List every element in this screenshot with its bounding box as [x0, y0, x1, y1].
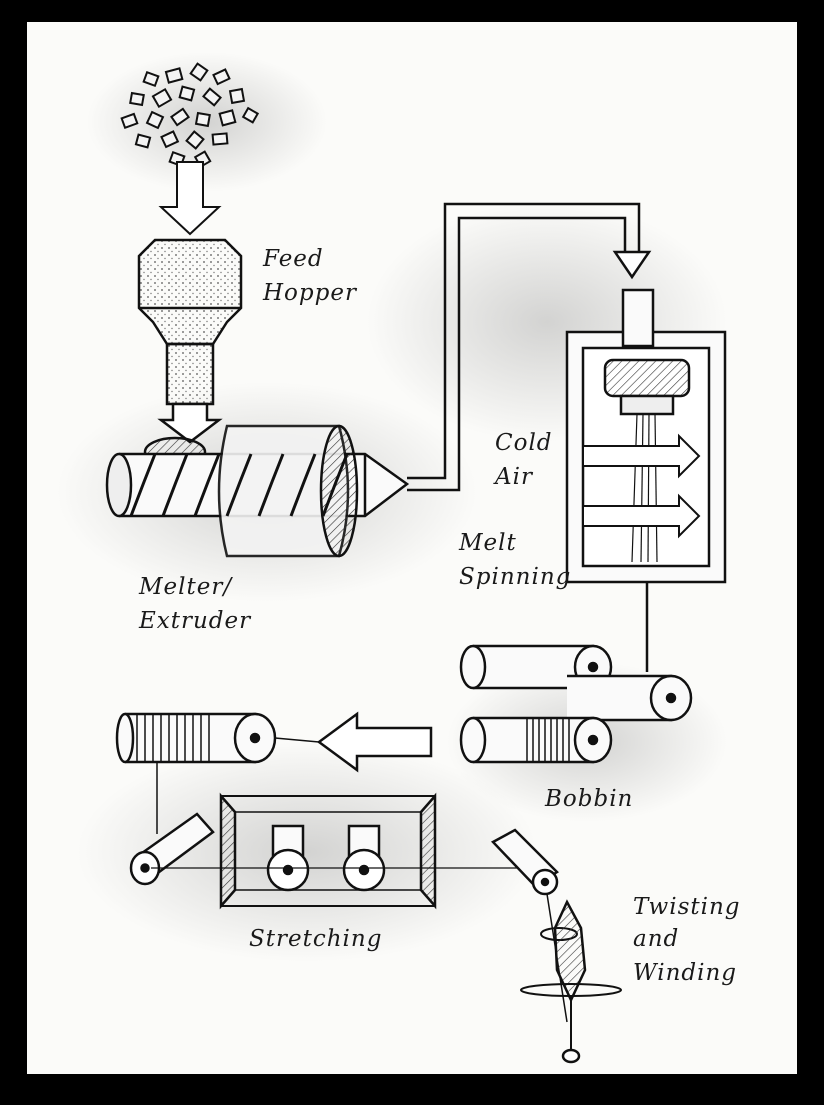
sketch-paper: Feed Hopper Melter/ Extruder Cold Air Me…	[27, 22, 797, 1074]
label-twisting: Twisting	[633, 894, 741, 920]
feed-hopper	[137, 238, 243, 444]
label-and: and	[633, 926, 679, 952]
label-stretching: Stretching	[249, 926, 382, 952]
melt-pipe	[407, 202, 652, 492]
label-melt: Melt	[458, 530, 517, 556]
label-bobbin: Bobbin	[544, 786, 633, 812]
polymer-pellets	[120, 62, 260, 169]
feed-arrow	[158, 161, 222, 236]
diagram-labels: Feed Hopper Melter/ Extruder Cold Air Me…	[138, 246, 741, 986]
melt-spinning-chamber	[565, 288, 727, 672]
twisting-spindle	[520, 893, 622, 1064]
label-feed: Feed	[262, 246, 324, 272]
take-up-roll	[115, 712, 320, 764]
label-cold: Cold	[495, 430, 553, 456]
label-spinning: Spinning	[459, 564, 571, 590]
melter-extruder	[105, 424, 410, 558]
process-diagram: Feed Hopper Melter/ Extruder Cold Air Me…	[57, 52, 741, 1064]
label-hopper: Hopper	[262, 280, 358, 306]
bobbin-rollers	[459, 644, 693, 764]
label-air: Air	[493, 464, 534, 490]
direction-arrow-left	[316, 711, 433, 773]
label-melter: Melter/	[138, 574, 233, 600]
label-extruder: Extruder	[138, 608, 252, 634]
stretching-unit	[129, 762, 559, 910]
label-winding: Winding	[633, 960, 737, 986]
